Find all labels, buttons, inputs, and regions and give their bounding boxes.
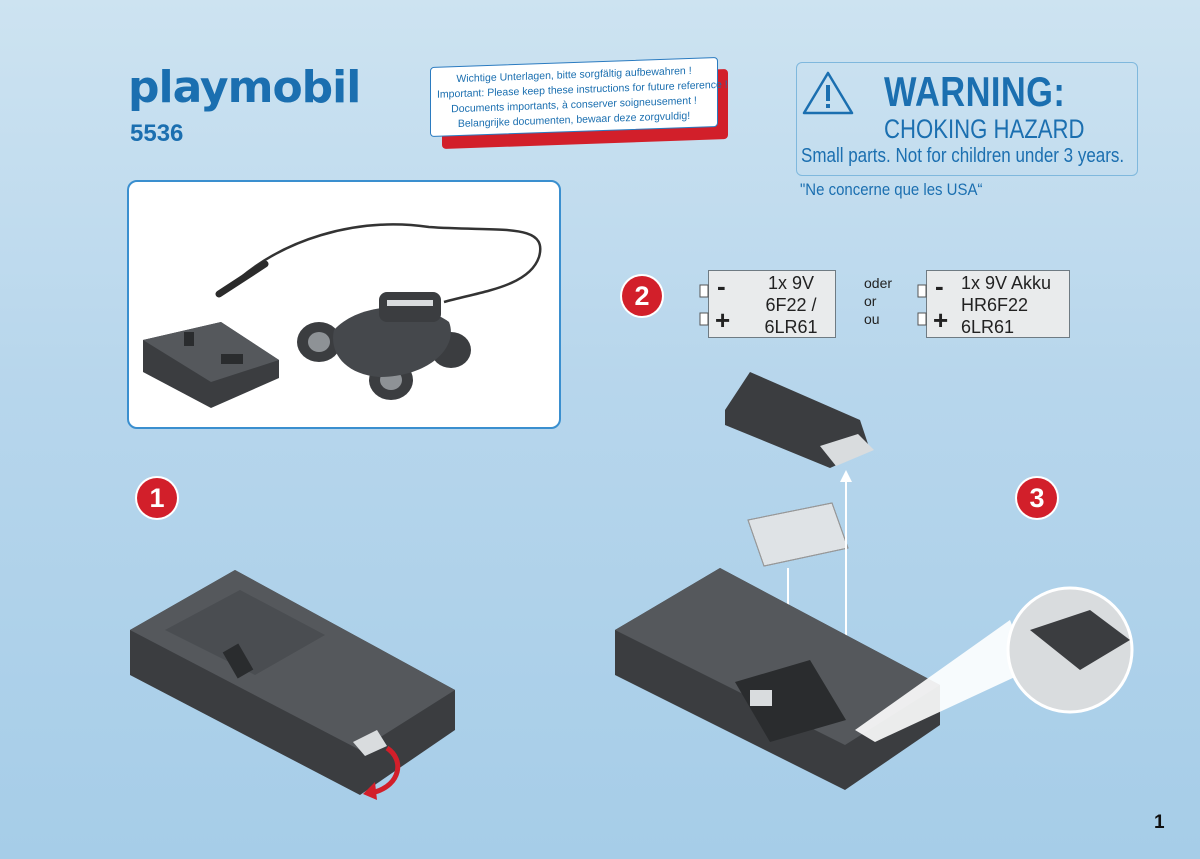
- warning-triangle-icon: [802, 71, 854, 115]
- battery-terminal-icon: [699, 284, 709, 326]
- battery-spec-line: 1x 9V Akku: [961, 273, 1052, 293]
- battery-9v-akku-label: - + 1x 9V Akku HR6F22 6LR61: [917, 270, 1070, 338]
- battery-spec-line: 6F22 /: [765, 295, 817, 315]
- warning-box: [796, 62, 1138, 176]
- battery-spec-line: 1x 9V: [767, 273, 815, 293]
- step-3-battery-insertion-illustration: [615, 372, 1134, 790]
- battery-minus-sign: -: [935, 271, 944, 301]
- battery-9v-label: - + 1x 9V 6F22 / 6LR61: [699, 270, 836, 338]
- warning-subtitle: CHOKING HAZARD: [884, 114, 1085, 144]
- battery-spec-line: 6LR61: [764, 317, 818, 337]
- battery-minus-sign: -: [717, 271, 726, 301]
- battery-spec: 1x 9V Akku HR6F22 6LR61: [961, 272, 1069, 338]
- separator-fr: ou: [864, 311, 880, 327]
- separator-en: or: [864, 293, 877, 309]
- product-overview-illustration: [143, 223, 542, 408]
- step-2-marker: 2: [622, 276, 662, 316]
- product-overview-panel: [127, 180, 561, 429]
- battery-terminal-icon: [917, 284, 927, 326]
- page-number: 1: [1154, 812, 1165, 833]
- brand-logo: playmobil: [128, 62, 361, 113]
- separator-de: oder: [864, 275, 893, 291]
- battery-separator: oder or ou: [864, 274, 892, 328]
- warning-title: WARNING:: [884, 68, 1066, 115]
- warning-text: Small parts. Not for children under 3 ye…: [801, 145, 1125, 167]
- battery-spec-line: HR6F22: [961, 295, 1029, 315]
- step-1-marker: 1: [137, 478, 177, 518]
- instructions-notice: Wichtige Unterlagen, bitte sorgfältig au…: [430, 56, 728, 138]
- step-3-marker: 3: [1017, 478, 1057, 518]
- product-number: 5536: [130, 120, 184, 147]
- battery-plus-sign: +: [715, 305, 731, 335]
- battery-spec: 1x 9V 6F22 / 6LR61: [751, 272, 831, 338]
- usa-note: "Ne concerne que les USA“: [800, 180, 983, 199]
- battery-plus-sign: +: [933, 305, 949, 335]
- battery-spec-line: 6LR61: [961, 317, 1015, 337]
- step-1-remote-illustration: [130, 570, 455, 800]
